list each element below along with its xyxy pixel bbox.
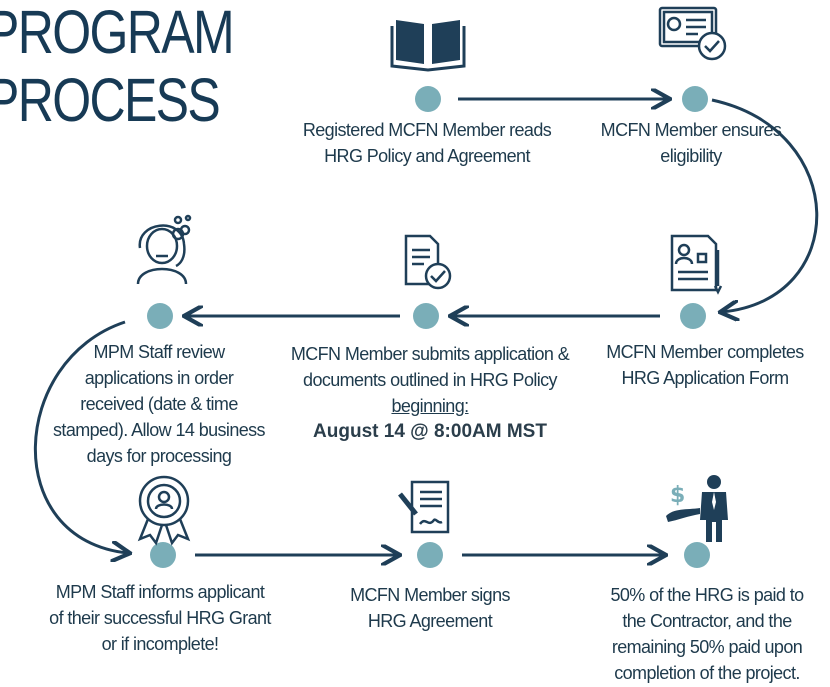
step-node-1: [415, 86, 441, 112]
step-label-7: MCFN Member signs HRG Agreement: [350, 585, 510, 631]
signed-document-icon: [398, 480, 450, 534]
step-label-3: MCFN Member completes HRG Application Fo…: [606, 342, 804, 388]
step-label-2: MCFN Member ensures eligibility: [600, 120, 782, 166]
connector-2-3: [711, 98, 819, 312]
title-line-2: PROCESS: [0, 66, 221, 134]
step-node-3: [680, 303, 706, 329]
start-note: beginning:: [391, 396, 469, 416]
page-title: PROGRAM PROCESS: [0, 0, 235, 134]
payment-person-icon: $: [666, 475, 728, 542]
step-label-6: MPM Staff informs applicant of their suc…: [49, 582, 271, 654]
step-node-8: [684, 542, 710, 568]
step-node-7: [417, 542, 443, 568]
step-node-2: [682, 86, 708, 112]
title-line-1: PROGRAM: [0, 0, 235, 66]
connector-5-6: [33, 320, 128, 553]
step-label-4: MCFN Member submits application & docume…: [280, 341, 580, 445]
step-label-5: MPM Staff review applications in order r…: [53, 342, 266, 466]
start-date: August 14 @ 8:00AM MST: [313, 421, 547, 442]
open-book-icon: [390, 20, 466, 72]
certificate-check-icon: [658, 6, 727, 61]
step-node-6: [150, 542, 176, 568]
step-node-4: [413, 303, 439, 329]
step-label-8: 50% of the HRG is paid to the Contractor…: [610, 585, 804, 683]
step-label-1: Registered MCFN Member reads HRG Policy …: [302, 120, 552, 166]
staff-person-icon: [136, 214, 192, 285]
application-form-icon: [670, 234, 723, 295]
award-ribbon-icon: [137, 475, 191, 546]
document-check-icon: [404, 234, 452, 290]
svg-text:$: $: [670, 483, 685, 508]
step-node-5: [147, 303, 173, 329]
